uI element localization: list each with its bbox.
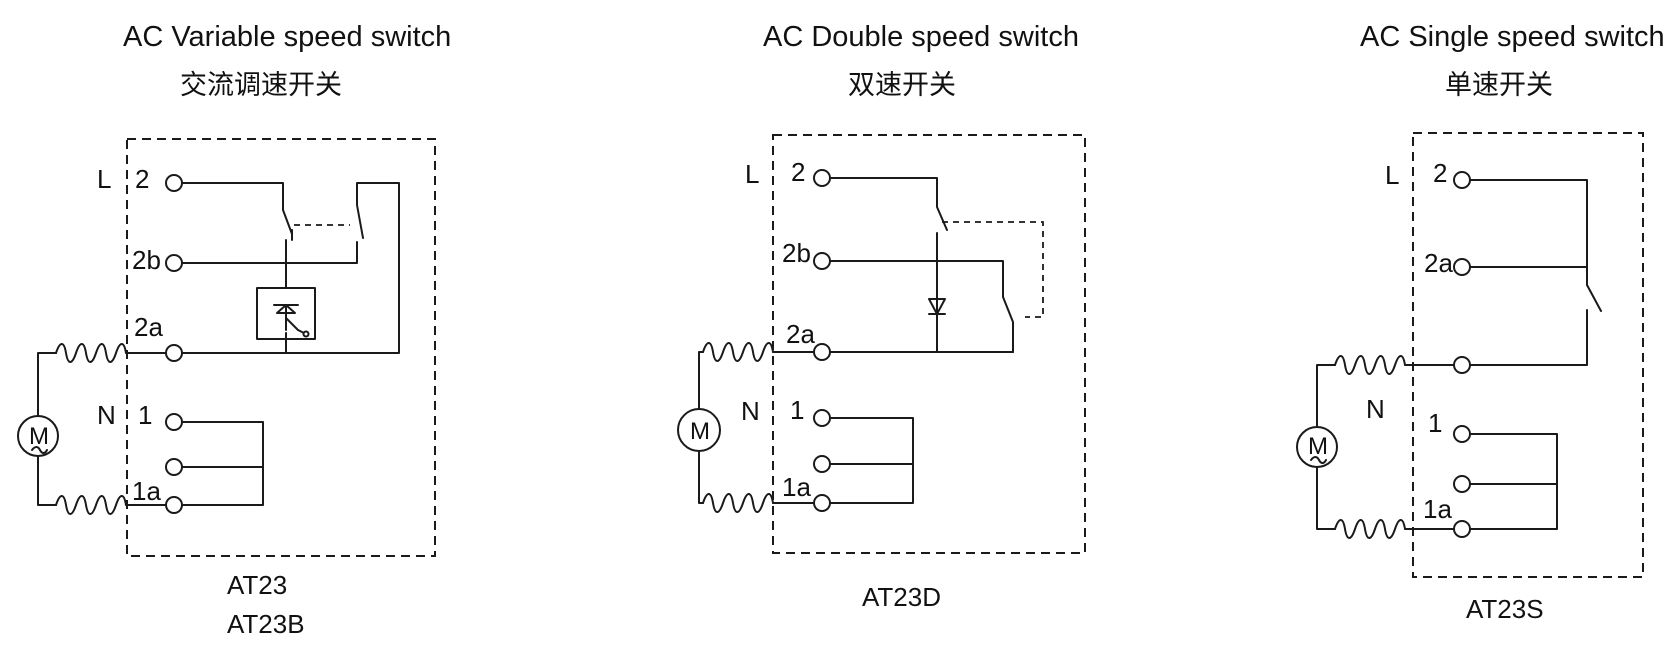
triac-icon [273,304,305,334]
wire-upper-switch [180,182,400,354]
motor-symbol [1296,426,1338,468]
variable-speed-switch-enclosure [126,138,436,557]
terminal-2b [165,254,183,272]
terminal-1a [165,496,183,514]
mechanical-link [942,221,1044,318]
motor-ac-tilde [31,446,48,454]
motor-symbol [677,408,721,452]
single-speed-title: AC Single speed switch [1360,21,1665,53]
winding-upper [702,342,774,362]
single-speed-diagram: AC Single speed switch 单速开关 L 2 2a N 1 1… [1296,21,1665,624]
motor-ac-tilde [1310,456,1327,464]
motor-wire-left [37,352,57,506]
terminal-label-1a: 1a [782,472,811,502]
terminal-label-1: 1 [138,400,152,430]
terminal-label-2a: 2a [786,319,815,349]
terminal-label-L: L [745,159,759,189]
terminal-label-2a: 2a [134,312,163,342]
terminal-label-1a: 1a [132,476,161,506]
double-speed-diagram: AC Double speed switch 双速开关 L 2 2b 2a N … [677,21,1086,612]
wire-2b [829,260,1014,353]
winding-upper [1334,355,1406,375]
winding-lower [1334,519,1406,539]
terminal-1-mid [1453,475,1471,493]
wire-1-bridge [180,421,264,506]
terminal-label-1: 1 [790,395,804,425]
terminal-1 [1453,425,1471,443]
terminal-2 [1453,171,1471,189]
motor-label: M [690,418,710,445]
terminal-2a [165,344,183,362]
terminal-label-1a: 1a [1423,494,1452,524]
terminal-1 [165,413,183,431]
wire-2b [180,241,358,264]
terminal-label-N: N [97,400,116,430]
terminal-1a [813,494,831,512]
wire-1-bridge [829,417,914,504]
terminal-2 [165,174,183,192]
variable-speed-diagram: AC Variable speed switch 交流调速开关 L 2 2b 2… [17,21,451,639]
wire-1-bridge [1469,433,1558,530]
terminal-label-2a: 2a [1424,248,1453,278]
terminal-label-2b: 2b [132,245,161,275]
model-AT23S: AT23S [1466,594,1544,624]
terminal-1-mid [813,455,831,473]
single-speed-subtitle-cn: 单速开关 [1445,70,1553,101]
terminal-1-mid [165,458,183,476]
terminal-label-1: 1 [1428,408,1442,438]
double-speed-subtitle-cn: 双速开关 [848,70,956,101]
winding-lower [55,495,127,515]
motor-wire-left [698,351,704,504]
triac-box [256,287,316,340]
terminal-2 [813,169,831,187]
winding-lower [702,493,774,513]
variable-speed-title: AC Variable speed switch [123,21,451,53]
winding-upper [55,343,127,363]
terminal-1 [813,409,831,427]
triac-gate-dot [302,330,310,338]
model-AT23: AT23 [227,570,287,600]
double-speed-title: AC Double speed switch [763,21,1079,53]
model-AT23B: AT23B [227,609,305,639]
variable-speed-subtitle-cn: 交流调速开关 [180,70,342,101]
wire-diode [928,232,946,353]
terminal-2b [813,252,831,270]
terminal-1a [1453,520,1471,538]
terminal-label-L: L [1385,160,1399,190]
terminal-2a [813,343,831,361]
terminal-label-L: L [97,164,111,194]
wire-2 [1469,179,1602,312]
wire-2-to-switch [180,182,293,241]
wire-2-to-switch [829,177,948,231]
terminal-common [1453,356,1471,374]
terminal-label-2: 2 [135,164,149,194]
single-speed-switch-enclosure [1412,132,1644,578]
terminal-label-2: 2 [1433,158,1447,188]
terminal-label-N: N [1366,394,1385,424]
terminal-label-2b: 2b [782,238,811,268]
motor-symbol [17,415,59,457]
motor-label: M [29,423,49,450]
model-AT23D: AT23D [862,582,941,612]
motor-label: M [1308,433,1328,460]
terminal-2a [1453,258,1471,276]
double-speed-switch-enclosure [772,134,1086,554]
terminal-label-N: N [741,396,760,426]
terminal-label-2: 2 [791,157,805,187]
wire-common [1469,309,1588,366]
motor-wire-left [1316,364,1336,530]
